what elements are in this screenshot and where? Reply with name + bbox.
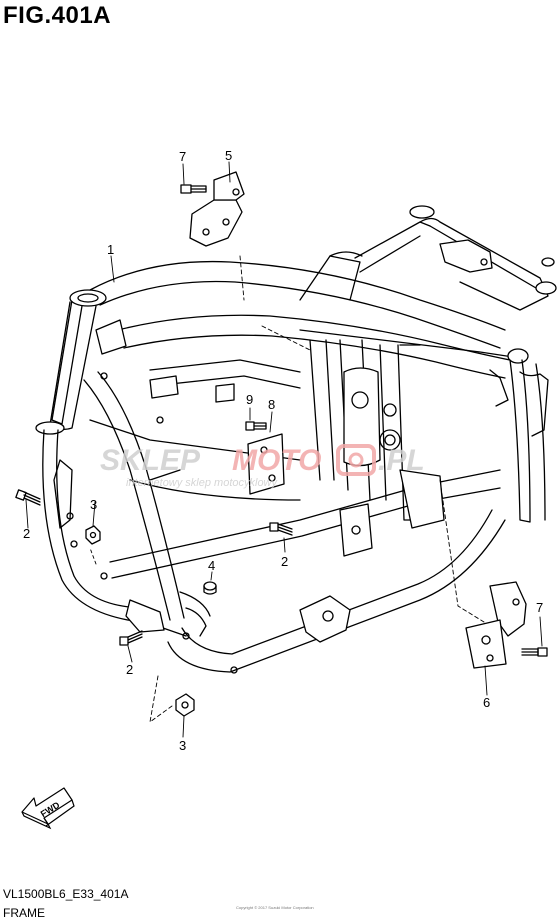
watermark-tagline: internetowy sklep motocyklowy: [126, 477, 279, 489]
callout-7-lower: 7: [536, 600, 543, 615]
bolt-part-7-upper: [180, 184, 207, 194]
watermark: SKLEP MOTO .PL internetowy sklep motocyk…: [100, 444, 425, 489]
watermark-brand-right: .PL: [378, 444, 425, 477]
section-name: FRAME: [3, 906, 45, 920]
cap-part-4: [203, 581, 217, 595]
fwd-arrow-icon: FWD: [21, 787, 75, 830]
callout-1: 1: [107, 242, 114, 257]
bolt-part-9: [245, 421, 267, 431]
callout-2-lower: 2: [126, 662, 133, 677]
callout-2-center: 2: [281, 554, 288, 569]
model-code: VL1500BL6_E33_401A: [3, 887, 129, 901]
main-frame: [35, 205, 557, 674]
callout-4: 4: [208, 558, 215, 573]
bracket-part-6: [465, 581, 527, 669]
callout-3-upper: 3: [90, 497, 97, 512]
callout-8: 8: [268, 397, 275, 412]
bolt-part-2-center: [269, 522, 293, 536]
callout-6: 6: [483, 695, 490, 710]
bracket-part-5: [189, 171, 245, 247]
callout-5: 5: [225, 148, 232, 163]
callout-2-left: 2: [23, 526, 30, 541]
bolt-part-7-lower: [521, 647, 548, 657]
nut-part-3-lower: [175, 693, 195, 717]
bolt-part-2-lower: [119, 630, 143, 646]
bolt-part-2-left: [15, 489, 41, 506]
figure-title: FIG.401A: [3, 2, 112, 29]
watermark-brand-mid: MOTO: [232, 444, 321, 477]
bracket-part-8: [247, 433, 285, 495]
watermark-brand-left: SKLEP: [100, 444, 201, 477]
footnote: Copyright © 2017 Suzuki Motor Corporatio…: [236, 905, 314, 910]
callout-9: 9: [246, 392, 253, 407]
callout-3-lower: 3: [179, 738, 186, 753]
watermark-logo-mark: [336, 444, 376, 476]
leader-lines: [25, 161, 543, 738]
callout-7-upper: 7: [179, 149, 186, 164]
nut-part-3-upper: [85, 525, 101, 545]
